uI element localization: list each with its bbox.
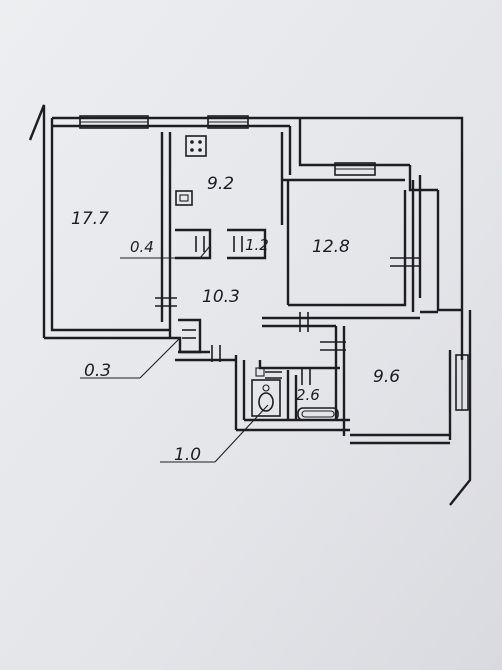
door-marks xyxy=(155,236,420,385)
area-label-room-b: 12.8 xyxy=(312,237,350,257)
area-label-room-a: 17.7 xyxy=(71,209,109,229)
area-label-niche: 0.3 xyxy=(84,361,111,381)
bathtub-icon xyxy=(297,407,339,421)
area-label-pantry: 0.4 xyxy=(130,238,154,256)
sink-icon xyxy=(175,190,193,206)
area-label-closet: 1.2 xyxy=(245,236,269,254)
inner-walls xyxy=(160,132,438,436)
stove-icon xyxy=(185,135,207,157)
leader-lines xyxy=(80,245,269,463)
area-label-room-c: 9.6 xyxy=(373,367,400,387)
toilet-icon xyxy=(251,379,281,417)
area-labels: 17.7 9.2 0.4 1.2 12.8 10.3 0.3 9.6 2.6 1… xyxy=(71,174,400,465)
fixtures xyxy=(175,135,339,421)
windows xyxy=(79,115,469,411)
area-label-wc: 1.0 xyxy=(174,445,201,465)
area-label-bath: 2.6 xyxy=(296,386,320,404)
area-label-hall: 10.3 xyxy=(202,287,240,307)
area-label-kitchen: 9.2 xyxy=(207,174,234,194)
